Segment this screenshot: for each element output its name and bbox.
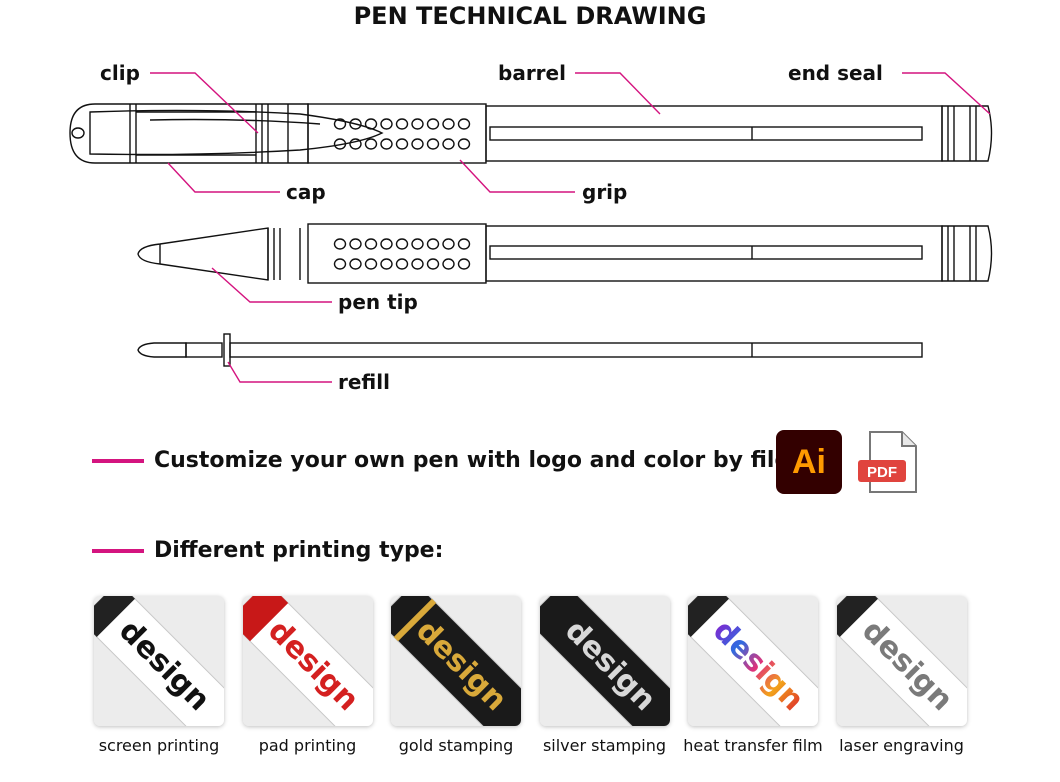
accent-bar: [92, 458, 144, 463]
pen-sample-image: design: [539, 596, 670, 726]
printing-sample-tile: design: [94, 596, 224, 726]
end-seal-shape: [941, 105, 993, 162]
grip-dot: [442, 258, 455, 270]
leader-lines: [150, 72, 991, 383]
label-barrel: barrel: [498, 61, 566, 85]
label-refill: refill: [338, 370, 390, 394]
capped-pen: [69, 103, 993, 164]
grip-dot: [442, 238, 455, 250]
grip-dot: [380, 138, 393, 150]
grip-dot: [411, 118, 424, 130]
customize-text: Customize your own pen with logo and col…: [154, 448, 799, 473]
pen-sample-image: design: [836, 596, 967, 726]
grip-dot: [426, 258, 440, 270]
pen-technical-drawing: clip barrel end seal cap grip pen tip re…: [69, 61, 993, 394]
grip-dot: [395, 138, 409, 150]
ai-icon-text: Ai: [792, 442, 826, 481]
grip-dot: [380, 238, 393, 250]
page-title: PEN TECHNICAL DRAWING: [353, 2, 707, 30]
refill-drawing: [137, 333, 923, 367]
pdf-icon-text: PDF: [867, 464, 897, 481]
adobe-illustrator-icon: Ai: [776, 430, 842, 494]
grip-dot: [426, 118, 440, 130]
printing-type-caption: silver stamping: [542, 736, 667, 755]
grip-dots: [333, 118, 471, 150]
pen-sample-image: design: [391, 596, 521, 726]
grip-dot: [380, 258, 393, 270]
grip-dot: [457, 258, 471, 270]
grip-dots: [333, 238, 471, 270]
cap-outline: [69, 103, 309, 164]
grip-dot: [426, 138, 440, 150]
grip-dot: [426, 238, 440, 250]
label-grip: grip: [582, 180, 627, 204]
grip-dot: [364, 118, 378, 130]
grip-dot: [364, 238, 378, 250]
grip-dot: [333, 118, 347, 130]
grip-dot: [457, 138, 471, 150]
printing-type-caption: laser engraving: [839, 736, 964, 755]
grip-dot: [349, 238, 362, 250]
printing-sample-tile: design: [688, 596, 818, 726]
grip-dot: [457, 238, 471, 250]
grip-dot: [333, 258, 347, 270]
pen-body: [391, 596, 521, 726]
grip-dot: [411, 138, 424, 150]
grip-dot: [395, 238, 409, 250]
printing-sample-tile: design: [391, 596, 521, 726]
grip-dot: [380, 118, 393, 130]
grip-dot: [333, 138, 347, 150]
label-pen-tip: pen tip: [338, 290, 418, 314]
grip-body: [307, 103, 487, 164]
printing-sample-tile: design: [539, 596, 670, 726]
grip-dot: [364, 258, 378, 270]
grip-dot: [411, 258, 424, 270]
grip-dot: [349, 138, 362, 150]
pen-sample-image: design: [688, 596, 818, 726]
grip-dot: [411, 238, 424, 250]
label-end-seal: end seal: [788, 61, 883, 85]
grip-dot: [457, 118, 471, 130]
printing-type-caption: gold stamping: [398, 736, 514, 755]
printing-type-caption: screen printing: [98, 736, 220, 755]
grip-dot: [395, 118, 409, 130]
printing-row: Different printing type:: [92, 538, 443, 563]
grip-dot: [395, 258, 409, 270]
printing-sample-tile: design: [836, 596, 967, 726]
barrel-window: [489, 126, 923, 141]
grip-dot: [349, 118, 362, 130]
grip-dot: [442, 138, 455, 150]
grip-dot: [349, 258, 362, 270]
printing-type-caption: pad printing: [258, 736, 357, 755]
label-clip: clip: [100, 61, 140, 85]
clip-shape: [89, 109, 384, 156]
pen-body: [539, 596, 670, 726]
barrel-body: [485, 105, 943, 162]
pen-sample-image: design: [94, 596, 224, 726]
grip-dot: [442, 118, 455, 130]
printing-sample-tile: design: [242, 596, 373, 726]
grip-dot: [333, 238, 347, 250]
pdf-file-icon: PDF: [858, 431, 917, 493]
printing-heading: Different printing type:: [154, 538, 444, 563]
grip-dot: [364, 138, 378, 150]
clip-hole: [71, 127, 85, 139]
pen-tip-shape: [137, 227, 269, 281]
printing-type-caption: heat transfer film: [683, 736, 823, 755]
accent-bar: [92, 548, 144, 553]
label-cap: cap: [286, 180, 326, 204]
pen-sample-image: design: [242, 596, 373, 726]
uncapped-pen: [137, 223, 993, 284]
customize-row: Customize your own pen with logo and col…: [92, 448, 798, 473]
